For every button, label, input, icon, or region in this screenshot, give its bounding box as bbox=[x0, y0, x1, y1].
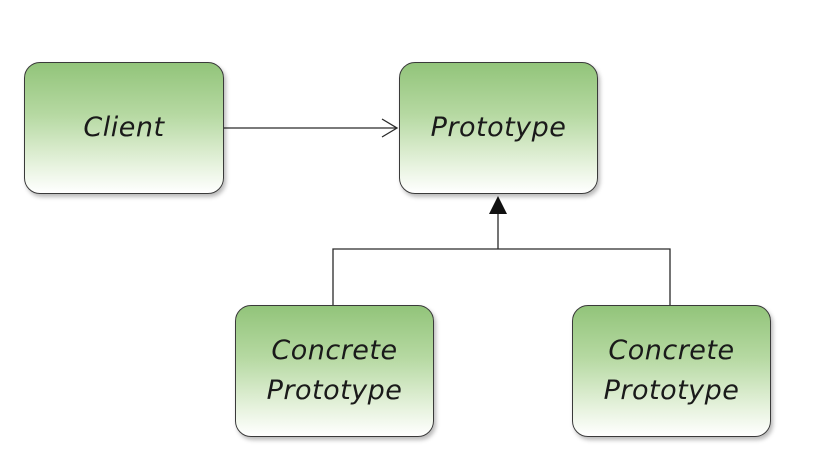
inheritance-branch-line bbox=[332, 248, 671, 305]
concrete-prototype-label-2: Concrete Prototype bbox=[603, 334, 740, 407]
prototype-label: Prototype bbox=[430, 111, 567, 143]
client-label: Client bbox=[83, 111, 165, 143]
edge-concrete-to-prototype bbox=[332, 196, 671, 305]
edge-client-to-prototype bbox=[224, 118, 399, 138]
client-node[interactable]: Client bbox=[24, 62, 224, 194]
concrete-prototype-node-1[interactable]: Concrete Prototype bbox=[235, 305, 434, 437]
concrete-prototype-node-2[interactable]: Concrete Prototype bbox=[572, 305, 771, 437]
inheritance-arrowhead bbox=[489, 196, 507, 214]
concrete-prototype-label-1: Concrete Prototype bbox=[266, 334, 403, 407]
open-arrowhead bbox=[381, 118, 399, 138]
prototype-node[interactable]: Prototype bbox=[399, 62, 598, 194]
